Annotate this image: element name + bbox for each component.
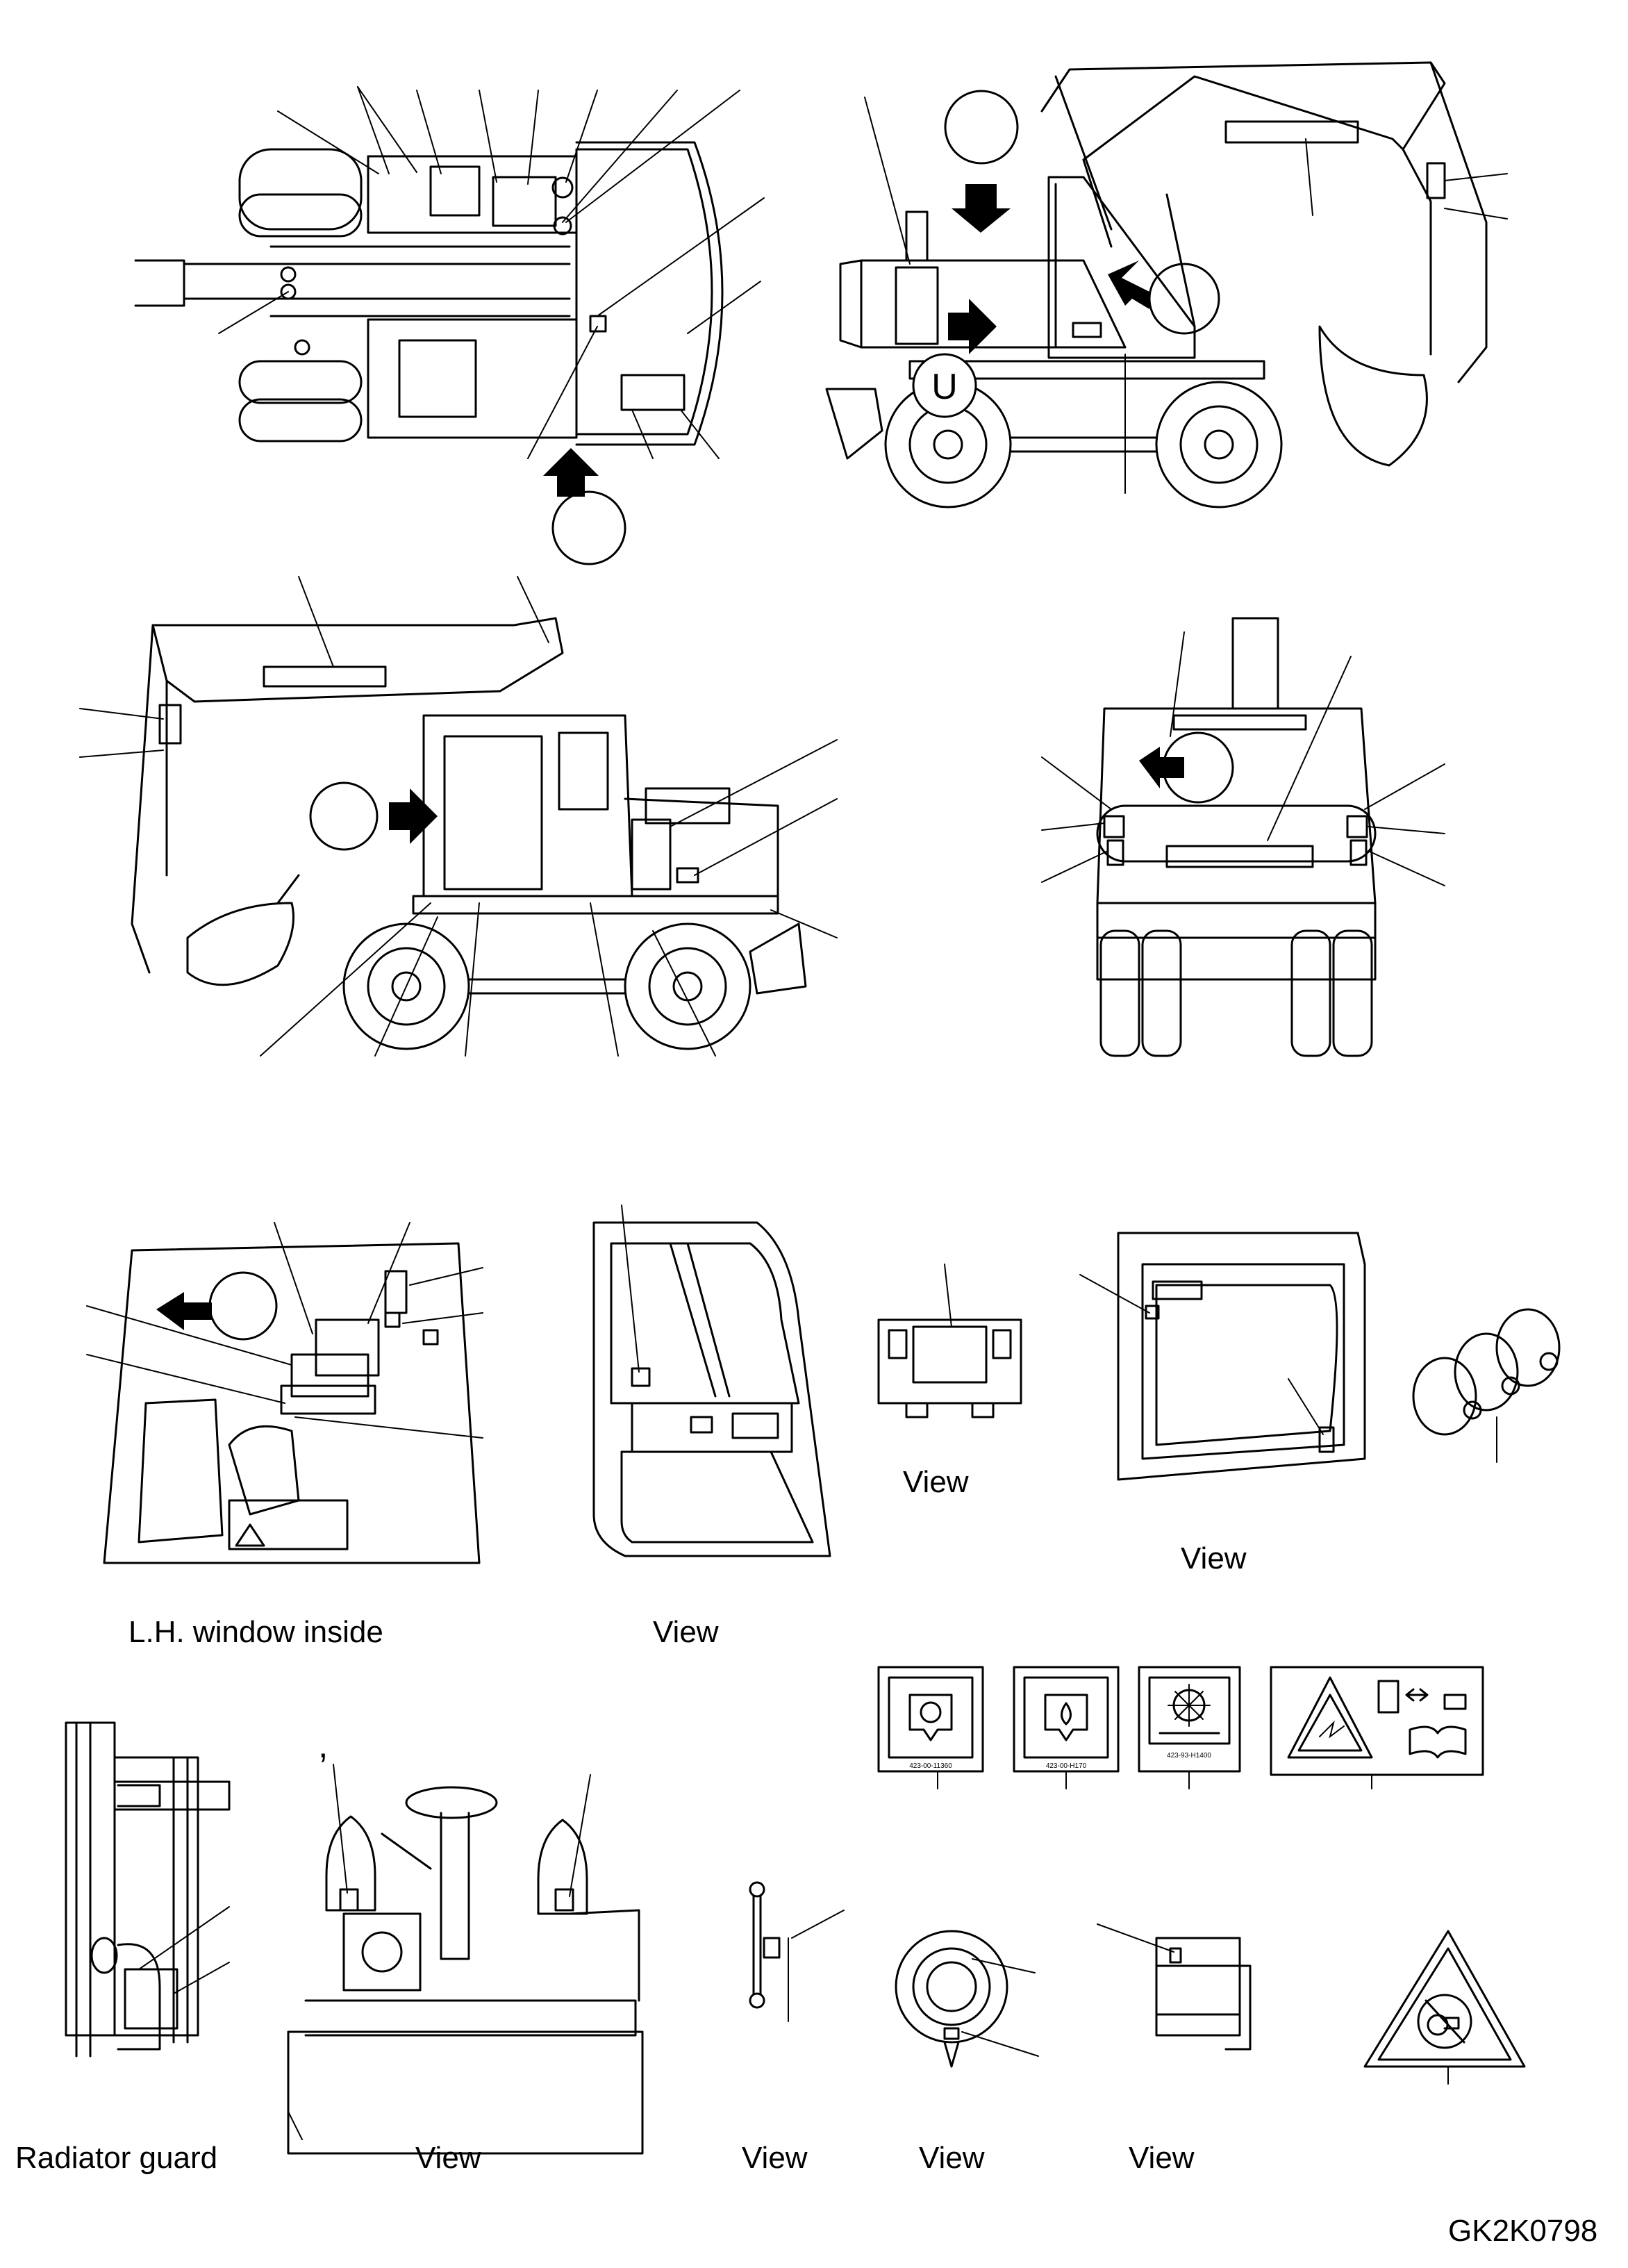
caption-view-cap: View <box>919 2141 985 2175</box>
caption-view-box: View <box>1129 2141 1195 2175</box>
cap-view <box>895 1930 1039 2068</box>
machine-right-side-view: U <box>825 61 1508 508</box>
decal-code: 423-93-H1400 <box>1167 1752 1211 1760</box>
caption-view-plate: View <box>903 1465 969 1499</box>
decal-fuel-drain: 423-00-H170 <box>1013 1666 1120 1789</box>
radiator-guard-view <box>65 1721 231 2058</box>
cab-interior-view <box>86 1222 483 1564</box>
accumulators-view <box>1412 1308 1561 1463</box>
view-u-callout-label: U <box>931 367 958 407</box>
machine-top-view <box>134 86 765 565</box>
box-view <box>1097 1923 1252 2051</box>
decal-engine-oil-drain: 423-00-11360 <box>877 1666 984 1789</box>
window-frame-view <box>1079 1232 1366 1481</box>
operator-controls-view: , <box>287 1725 644 2155</box>
plate-view <box>877 1264 1022 1418</box>
bracket-view <box>749 1881 845 2022</box>
decal-code: 423-00-11360 <box>909 1762 952 1770</box>
caption-view-door: View <box>653 1615 719 1649</box>
decal-coolant-drain: 423-93-H1400 <box>1138 1666 1241 1789</box>
caption-lh-window-inside: L.H. window inside <box>128 1615 383 1649</box>
caption-view-controls: View <box>415 2141 481 2175</box>
caption-view-window-frame: View <box>1181 1541 1247 1575</box>
drawing-code: GK2K0798 <box>1448 2214 1598 2248</box>
decal-radio-interference-warning <box>1270 1666 1484 1789</box>
no-open-while-running-warning-icon <box>1363 1930 1526 2085</box>
caption-radiator-guard: Radiator guard <box>15 2141 218 2175</box>
decal-code: 423-00-H170 <box>1046 1762 1087 1770</box>
stray-mark: , <box>318 1725 328 1766</box>
caption-view-bracket: View <box>742 2141 808 2175</box>
machine-rear-view <box>1041 617 1445 1057</box>
cab-door-view <box>592 1205 831 1557</box>
machine-left-side-view <box>79 576 838 1057</box>
